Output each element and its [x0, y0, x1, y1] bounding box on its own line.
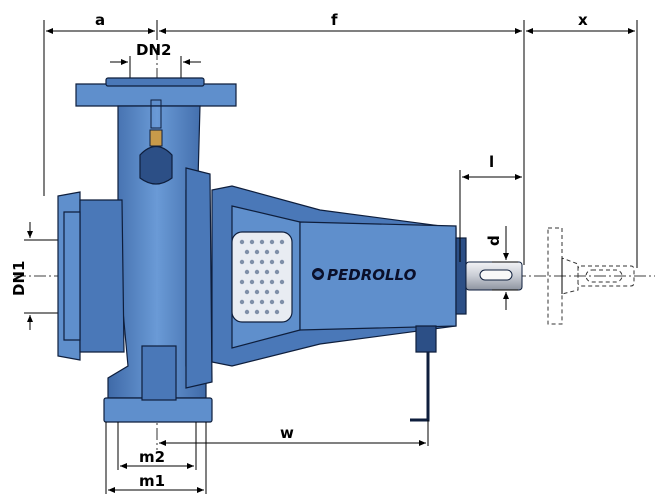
dim-dn1-label: DN1 [10, 261, 28, 296]
dim-x-label: x [578, 11, 588, 29]
dim-f-label: f [331, 11, 338, 29]
dim-dn2-label: DN2 [136, 41, 171, 59]
l-dimension [459, 170, 522, 262]
pedrollo-logo: PEDROLLO [312, 266, 417, 284]
pump-illustration [57, 77, 523, 423]
dn1-dimension [24, 222, 62, 330]
dim-l-label: l [489, 153, 494, 171]
top-dimension-lines [43, 20, 638, 268]
bottom-dimension-lines [105, 420, 429, 494]
dim-w-label: w [280, 424, 294, 442]
brand-logo-text: PEDROLLO [327, 266, 417, 284]
dim-d-label: d [485, 235, 503, 246]
dim-m2-label: m2 [139, 448, 165, 466]
d-dimension [492, 226, 518, 310]
dim-a-label: a [95, 11, 105, 29]
coupling-hidden-outline [547, 227, 635, 325]
dim-m1-label: m1 [139, 472, 165, 490]
